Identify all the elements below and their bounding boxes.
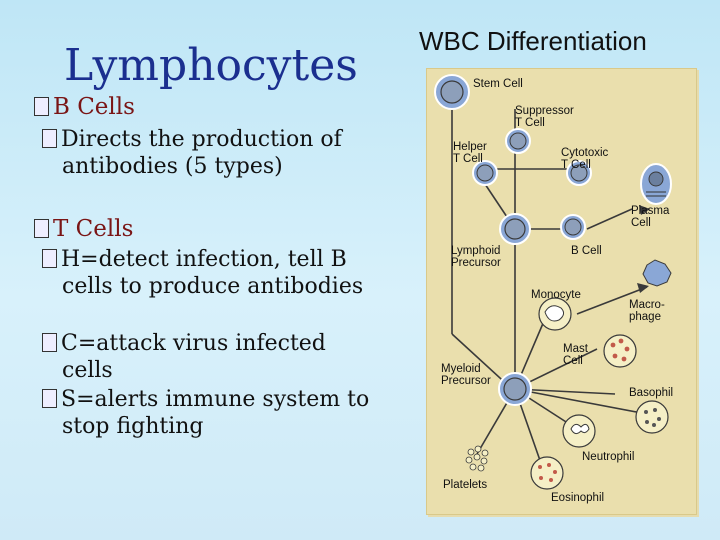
bullet-box-icon — [42, 129, 57, 148]
label-suppressor-t-cell: Suppressor T Cell — [515, 105, 574, 129]
bullet-box-icon — [42, 333, 57, 352]
label-cytotoxic-t-cell: Cytotoxic T Cell — [561, 147, 609, 171]
label-myeloid-precursor: Myeloid Precursor — [441, 363, 491, 387]
label-helper-t-cell: Helper T Cell — [453, 141, 487, 165]
slide-title-lymphocytes: Lymphocytes — [64, 40, 358, 91]
label-mast-cell: Mast Cell — [563, 343, 588, 367]
label-eosinophil: Eosinophil — [551, 492, 605, 504]
label-lymphoid-precursor: Lymphoid Precursor — [451, 245, 501, 269]
t-cells-heading: T Cells — [34, 216, 133, 242]
t-cells-point-helper: H=detect infection, tell B cells to prod… — [42, 246, 392, 300]
t-cells-point-suppressor: S=alerts immune system to stop fighting — [42, 386, 392, 440]
t-cells-point-cytotoxic: C=attack virus infected cells — [42, 330, 382, 384]
wbc-diagram: Stem Cell Suppressor T Cell Helper T Cel… — [426, 68, 697, 515]
label-monocyte: Monocyte — [531, 289, 581, 301]
bullet-box-icon — [34, 97, 49, 116]
label-neutrophil: Neutrophil — [582, 451, 635, 463]
label-basophil: Basophil — [629, 387, 674, 399]
label-b-cell: B Cell — [571, 245, 602, 257]
bullet-box-icon — [42, 249, 57, 268]
label-platelets: Platelets — [443, 479, 488, 491]
b-cells-point: Directs the production of antibodies (5 … — [42, 126, 402, 180]
label-plasma-cell: Plasma Cell — [631, 205, 670, 229]
bullet-box-icon — [34, 219, 49, 238]
wbc-diagram-graphic — [434, 74, 672, 490]
label-macrophage: Macro- phage — [629, 299, 665, 323]
b-cells-heading: B Cells — [34, 94, 135, 120]
diagram-title: WBC Differentiation — [419, 26, 647, 56]
bullet-box-icon — [42, 389, 57, 408]
label-stem-cell: Stem Cell — [473, 78, 523, 90]
